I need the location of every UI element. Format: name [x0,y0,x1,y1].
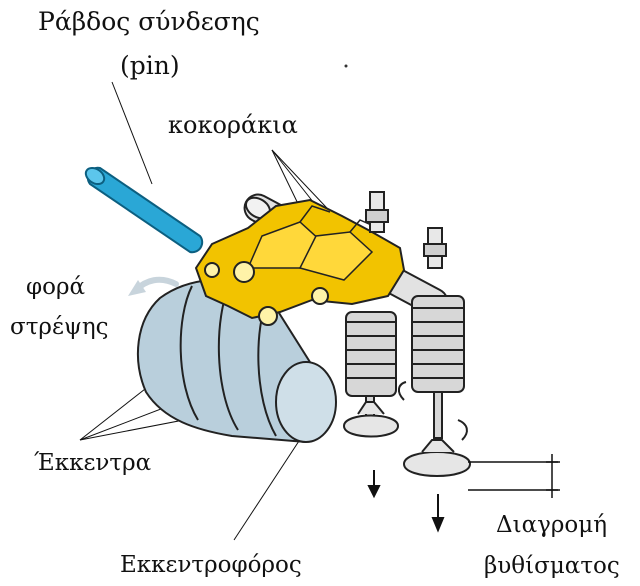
rocker-pivot-1 [234,262,254,282]
valve-motion-arrows [369,470,443,530]
label-pin-line1: Ράβδος σύνδεσης [38,7,260,36]
label-rotation-line2: στρέψης [10,314,109,340]
swirl-mark-2 [458,420,467,440]
stray-dot [345,65,348,68]
label-stroke-line2: βυθίσματος [484,553,620,579]
camshaft-end-face [276,362,336,442]
cam-leader-line-1 [80,382,154,440]
label-cams: Έκκεντρα [34,450,151,476]
label-camshaft: Εκκεντροφόρος [120,552,302,578]
valve-head-left [344,402,398,437]
label-pin-line2: (pin) [120,51,180,80]
valve-spring-right [412,296,464,438]
swirl-mark-1 [399,382,406,400]
label-stroke-line1: Διαγρομή [496,512,607,538]
rocker-pivot-4 [312,288,328,304]
label-rotation-line1: φορά [26,274,85,300]
stroke-dimension [468,454,560,498]
rocker-pivot-3 [205,263,219,277]
connecting-pin [83,165,202,253]
valve-head-right [404,440,470,476]
rocker-pivot-2 [259,307,277,325]
label-rockers: κοκοράκια [168,111,298,139]
pin-leader-line [112,82,152,184]
